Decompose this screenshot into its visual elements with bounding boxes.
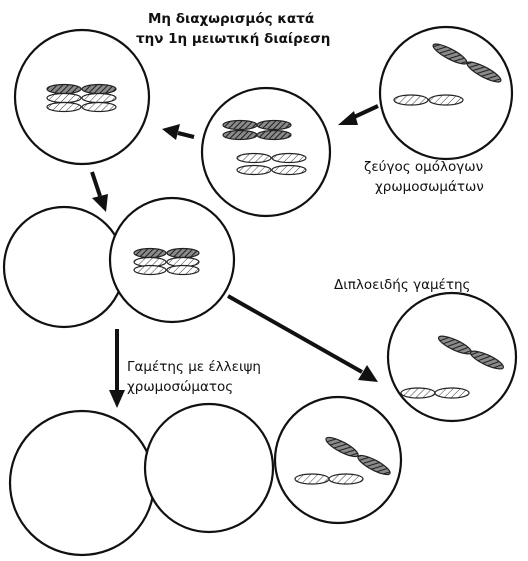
diploid-gamete-cell-1 <box>275 397 401 523</box>
gamete-missing-chromosome-2 <box>145 404 273 532</box>
nondisjunction-label-line1: Μη διαχωρισμός κατά <box>148 10 314 29</box>
homologous-pair-label-line2: χρωμοσωμάτων <box>375 178 484 197</box>
paired-homologs-cell <box>202 88 330 216</box>
arrow-pairing-to-nondisjunction <box>162 124 194 140</box>
daughter-chromosome-pairs <box>134 249 199 275</box>
missing-chromosome-label-line1: Γαμέτης με έλλειψη <box>127 358 261 377</box>
nondisjunction-label-line2: την 1η μειωτική διαίρεση <box>136 30 330 49</box>
homologous-pair-label-line1: ζεύγος ομόλογων <box>364 158 483 177</box>
gamete-missing-chromosome-1 <box>10 411 154 555</box>
missing-chromosome-label-line2: χρωμοσώματος <box>127 378 233 397</box>
daughter-cell-empty <box>4 207 124 327</box>
arrow-to-daughter-cells <box>92 172 108 212</box>
nondisjoined-chromosome-pairs <box>47 85 116 112</box>
diploid-gamete-cell-2 <box>388 293 516 421</box>
diploid-gamete-label: Διπλοειδής γαμέτης <box>334 276 470 295</box>
arrow-to-missing-chromosome-gametes <box>109 329 125 408</box>
arrow-parent-to-pairing <box>338 106 378 125</box>
